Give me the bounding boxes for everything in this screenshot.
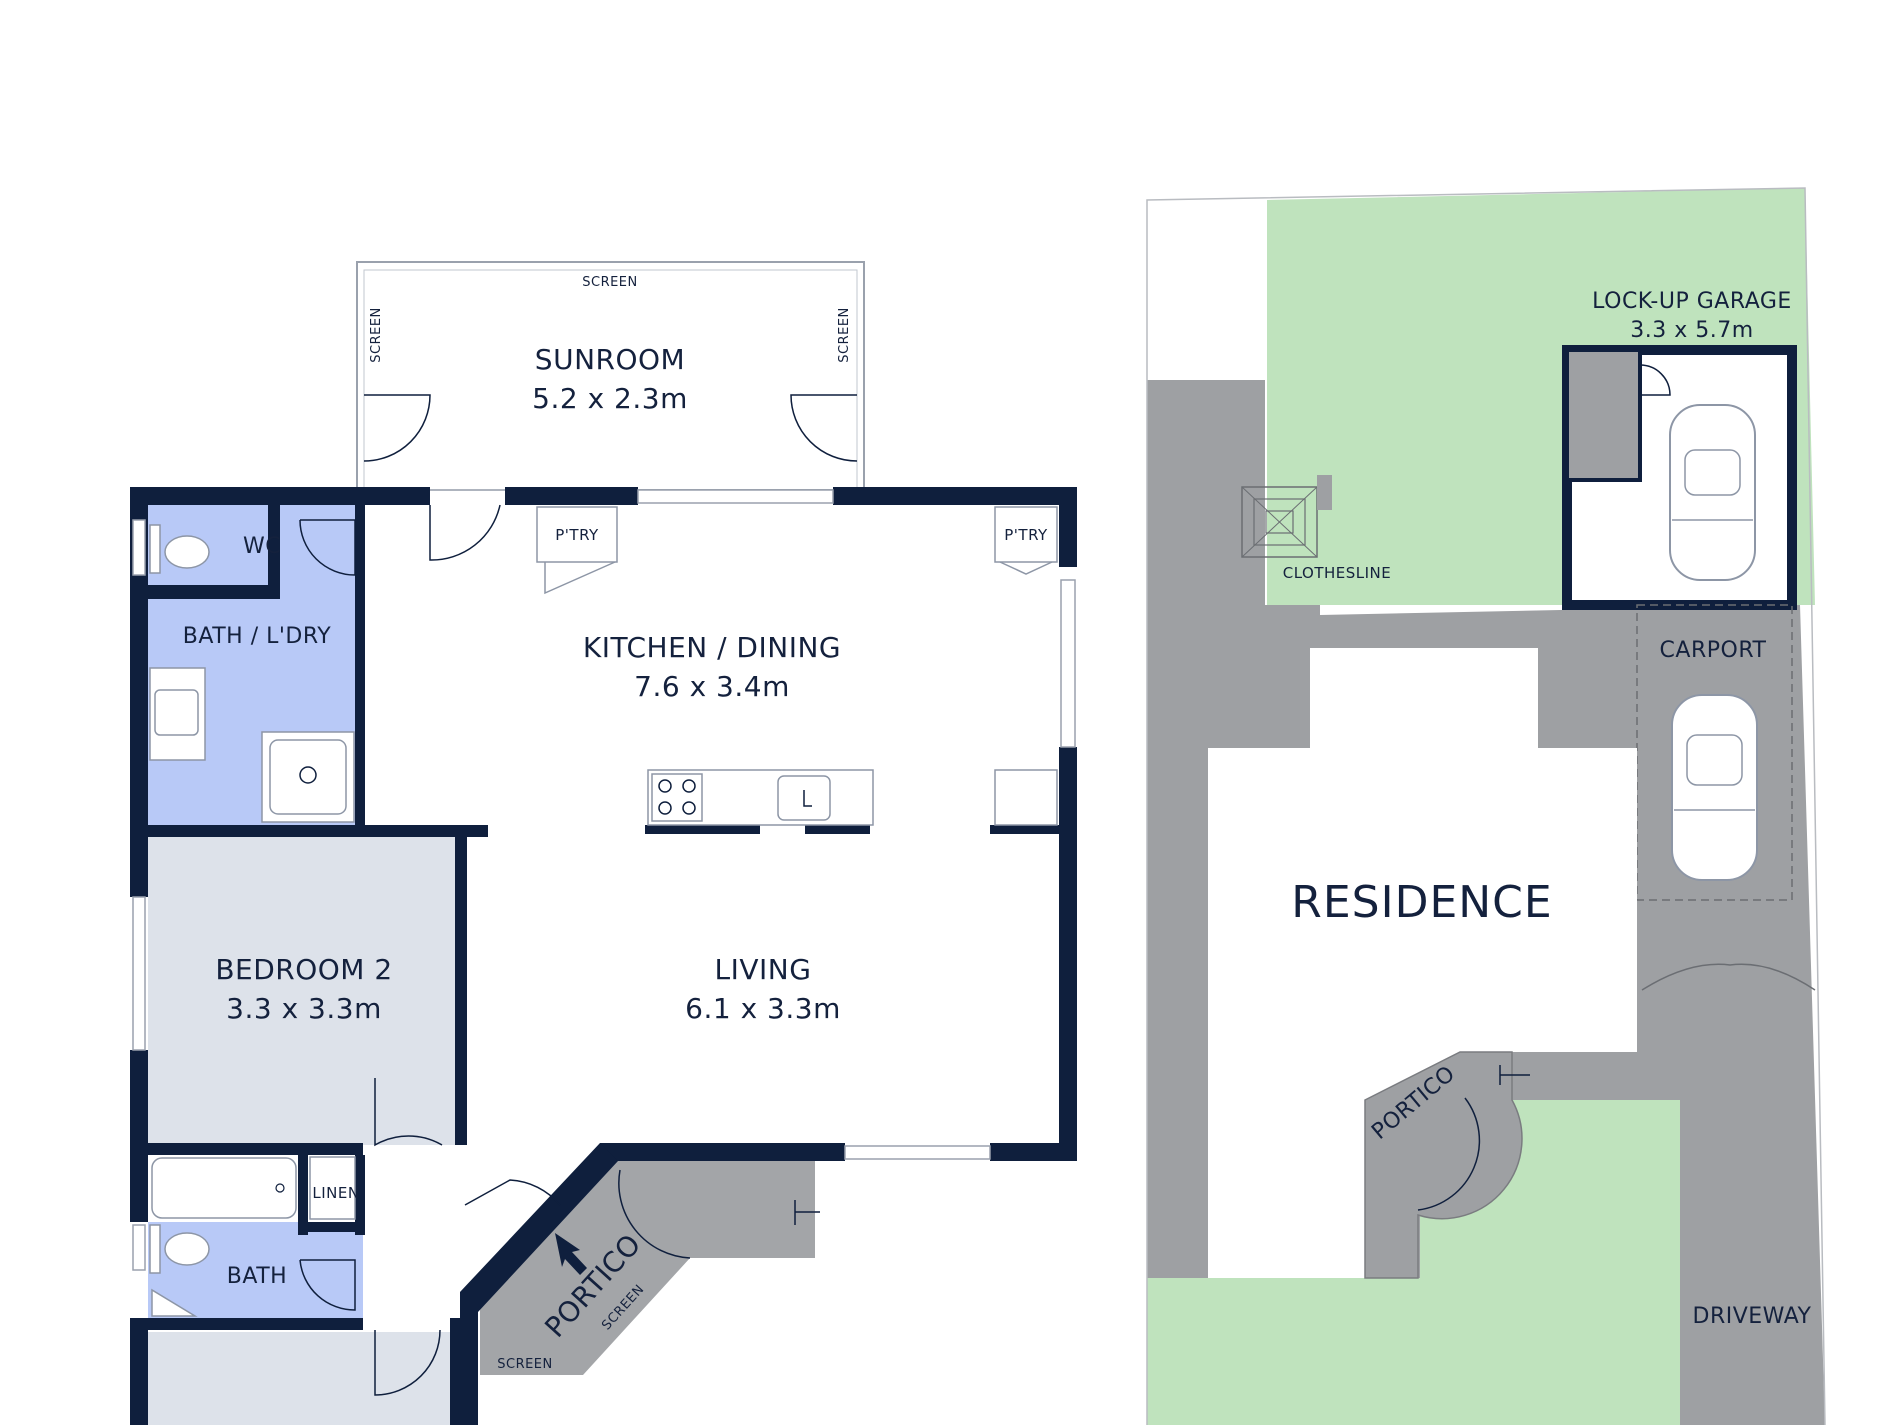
door-swing-icon [1417,1097,1481,1211]
gate-icon [1641,963,1816,991]
living-dims: 6.1 x 3.3m [685,992,841,1025]
bath-label: BATH [227,1264,287,1289]
portico-entry-icon [1499,1065,1530,1085]
screen-label-left: SCREEN [369,307,384,363]
door-swing-icon [299,1259,356,1311]
carport-label: CARPORT [1660,638,1767,663]
toilet-icon [164,535,210,569]
car-icon [1669,404,1756,581]
door-swing-icon [1639,364,1671,396]
linen-label: LINEN [312,1184,359,1202]
door-swing-icon [374,1329,441,1396]
toilet-icon [164,1232,210,1266]
door-swing-icon [363,394,431,462]
linen-cupboard [309,1156,356,1220]
bath-fixtures [149,1157,297,1317]
living-name: LIVING [715,953,812,986]
residence-footprint [1208,648,1637,1278]
sink-icon [151,1288,198,1317]
door-swing-icon [464,1179,561,1206]
portico-entry-icon [794,1200,820,1225]
door-swing-icon [618,1169,691,1259]
car-icon [1671,694,1758,881]
door-swing-icon [429,504,501,561]
site-boundary [1146,187,1826,1425]
screen-label-portico-bottom: SCREEN [497,1357,553,1372]
screen-label-right: SCREEN [837,307,852,363]
garage-dims: 3.3 x 5.7m [1630,318,1753,343]
bathtub-icon [151,1157,297,1219]
bath-laundry-label: BATH / L'DRY [183,624,331,649]
fridge-space [994,769,1058,826]
screen-label-top: SCREEN [582,275,638,290]
door-swing-icon [299,519,356,576]
sunroom-dims: 5.2 x 2.3m [532,382,688,415]
kitchen-dining-dims: 7.6 x 3.4m [634,670,790,703]
site-plan: LOCK-UP GARAGE 3.3 x 5.7m CLOTHESLINE CA… [1146,187,1826,1425]
floor-plan: SCREEN SCREEN SCREEN SUNROOM 5.2 x 2.3m … [130,261,1077,1425]
pantry-left-door [544,561,616,595]
pantry-left-label: P'TRY [555,526,599,544]
rear-lawn [1267,188,1815,605]
bedroom-2-floor [148,833,460,1145]
pantry-right-door [999,561,1053,575]
pantry-left-cupboard [536,506,618,563]
front-lawn [1147,1100,1680,1425]
lower-room-floor [148,1332,460,1425]
kitchen-dining-name: KITCHEN / DINING [583,631,841,664]
bedroom-2-dims: 3.3 x 3.3m [226,992,382,1025]
clothesline-icon [1241,475,1332,558]
windows [132,489,1076,1271]
sunroom-outline [356,261,865,491]
pantry-right-cupboard [994,506,1058,563]
portico-floor [480,1160,815,1375]
entry-arrow-icon [555,1233,587,1275]
door-swing-icon [790,394,858,462]
garage-name: LOCK-UP GARAGE [1592,289,1792,314]
residence-label: RESIDENCE [1291,877,1552,928]
carport-outline [1636,604,1793,901]
bedroom-2-name: BEDROOM 2 [215,953,392,986]
driveway-label: DRIVEWAY [1693,1304,1812,1329]
sunroom-name: SUNROOM [535,343,685,376]
pantry-right-label: P'TRY [1004,526,1048,544]
wet-area-fills [148,505,363,1318]
cooktop-icon [651,773,703,822]
wc-label: WC [243,534,281,559]
clothesline-label: CLOTHESLINE [1283,564,1392,582]
garage-side-store [1565,348,1642,482]
site-portico [1364,1051,1523,1279]
bath-laundry-fixtures [149,524,355,823]
kitchen-island [647,769,874,826]
door-swing-icon [374,1078,443,1147]
walls [130,487,1077,1425]
